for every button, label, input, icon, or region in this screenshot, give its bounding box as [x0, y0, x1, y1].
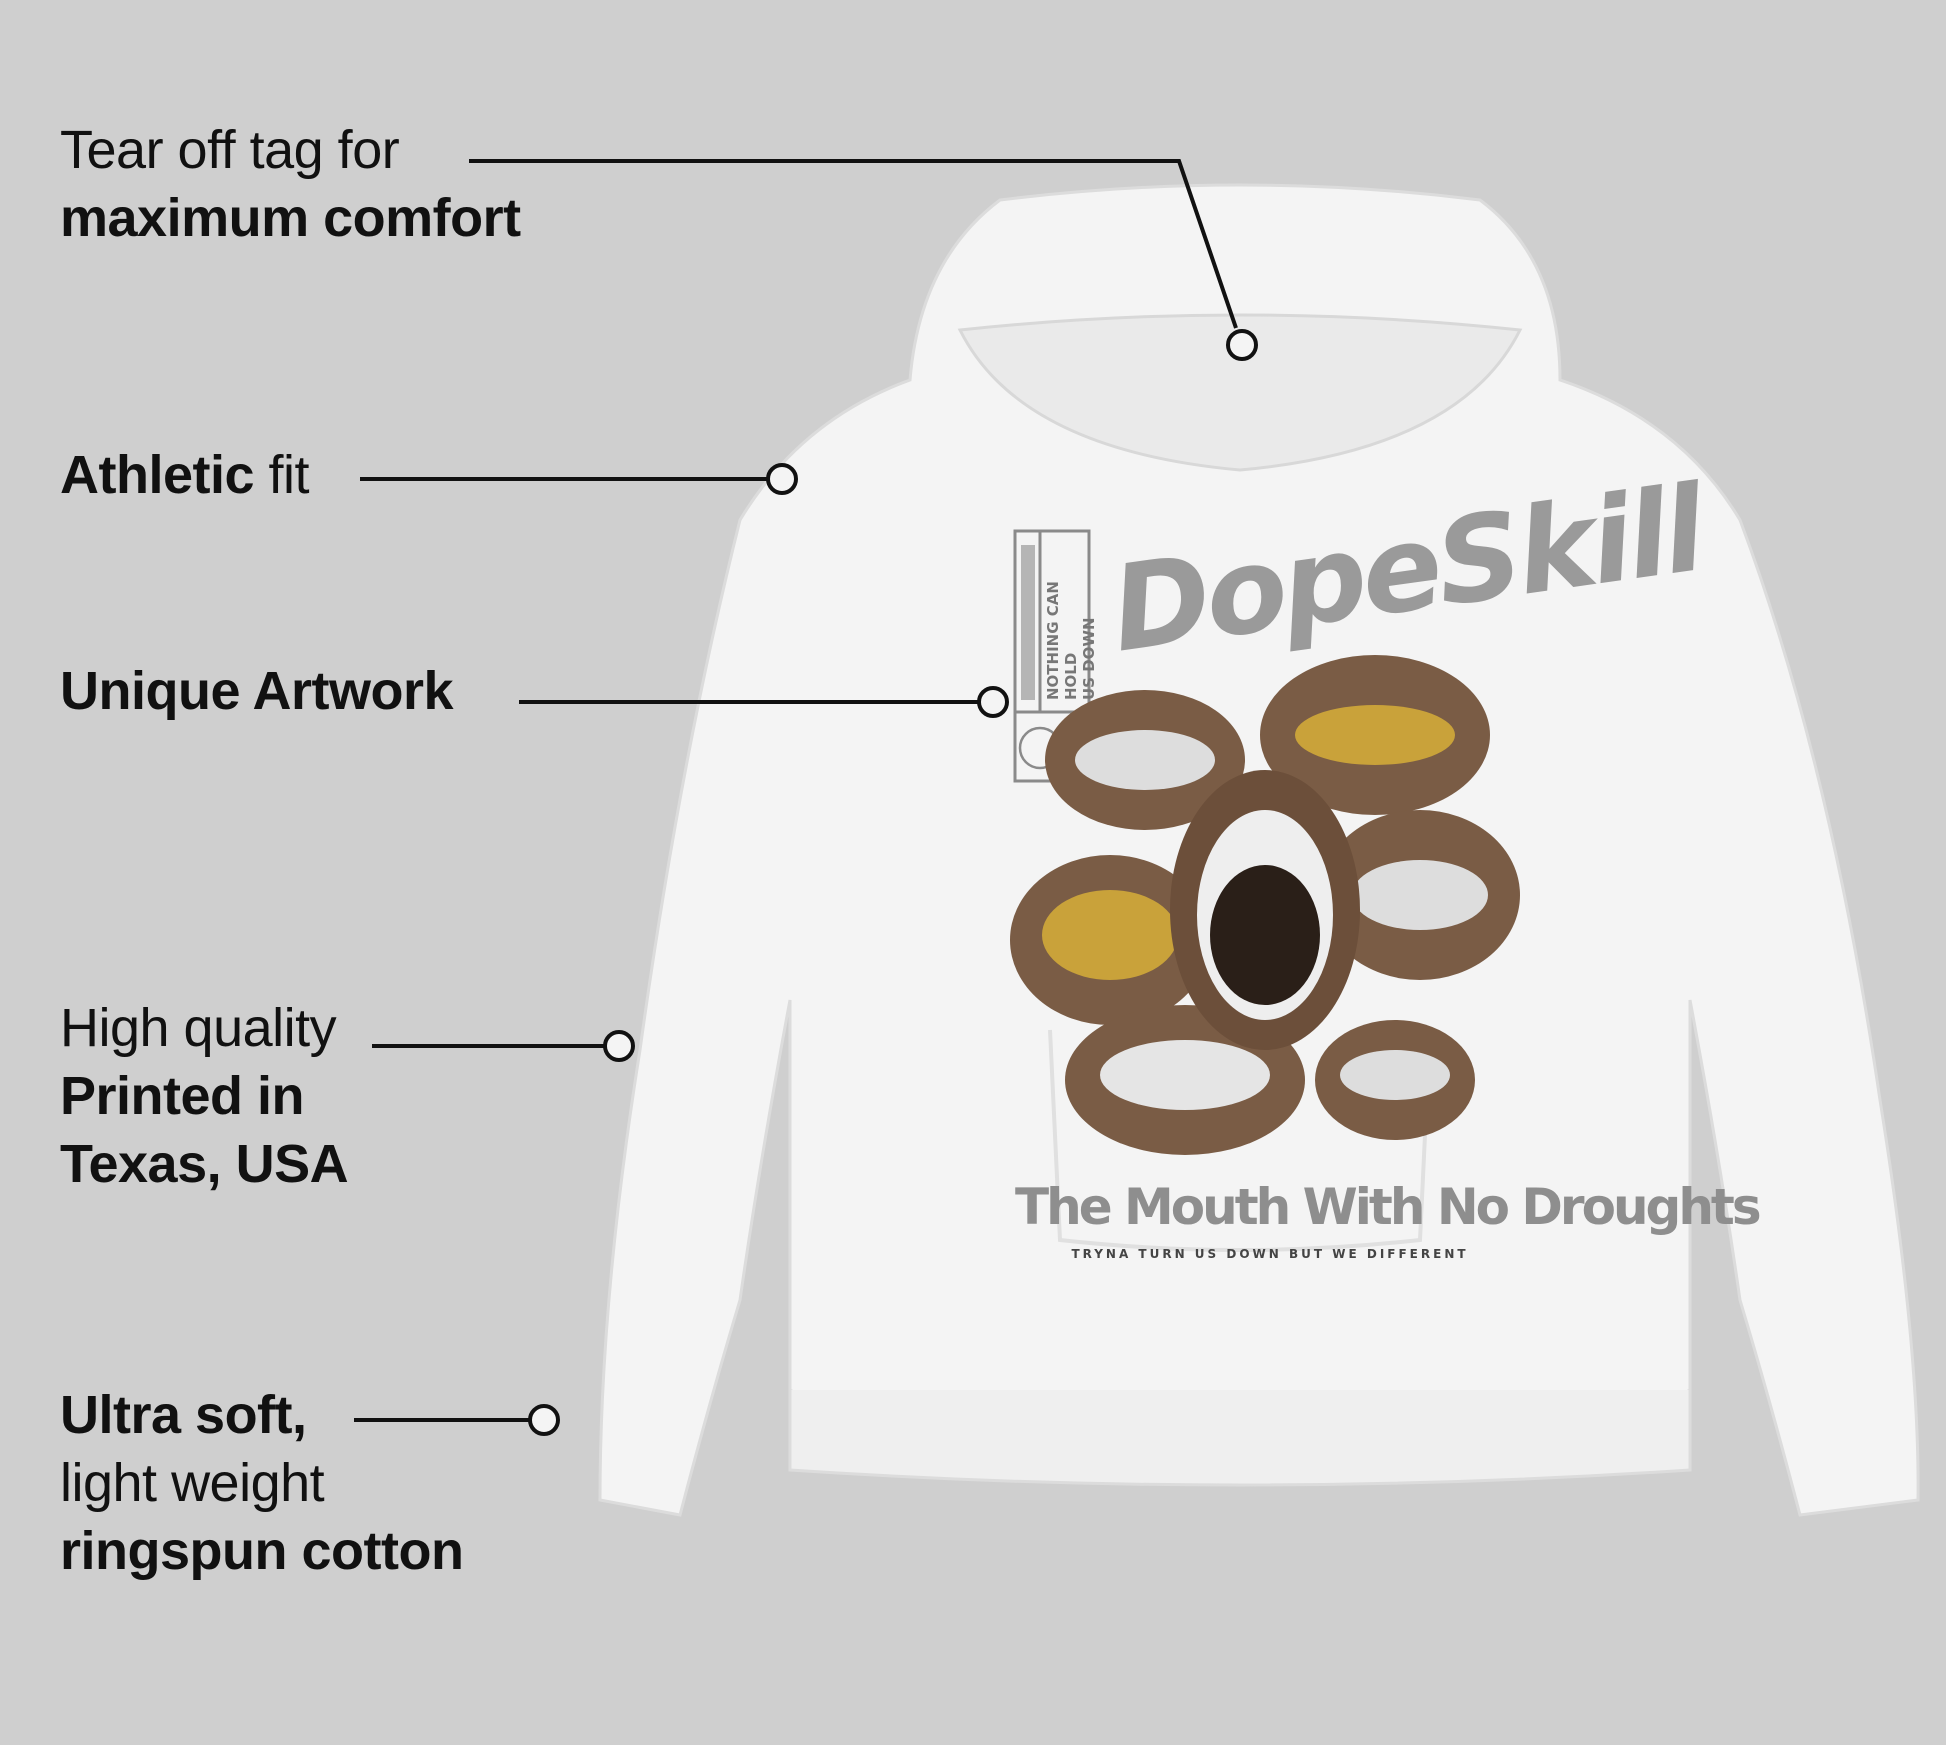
callout-athletic-fit: Athletic fit: [60, 441, 310, 509]
callout-text: light weight: [60, 1453, 325, 1513]
callout-text: ringspun cotton: [60, 1521, 464, 1581]
callout-dot-print: [603, 1030, 635, 1062]
callout-text: High quality: [60, 998, 337, 1058]
callout-text: Athletic: [60, 445, 255, 505]
callout-text: Printed in: [60, 1066, 305, 1126]
callout-text: Ultra soft,: [60, 1385, 307, 1445]
callout-dot-fit: [766, 463, 798, 495]
callout-print-quality: High quality Printed in Texas, USA: [60, 994, 349, 1198]
callout-text: Texas, USA: [60, 1134, 349, 1194]
callout-dot-tag: [1226, 329, 1258, 361]
callout-dot-cotton: [528, 1404, 560, 1436]
callout-unique-artwork: Unique Artwork: [60, 657, 454, 725]
mouths-artwork: [1010, 655, 1520, 1155]
callout-line-tag: [469, 159, 1238, 329]
callout-dot-artwork: [977, 686, 1009, 718]
callout-text: maximum comfort: [60, 188, 521, 248]
callout-text: Tear off tag for: [60, 120, 400, 180]
callout-text: Unique Artwork: [60, 661, 454, 721]
callout-tear-off-tag: Tear off tag for maximum comfort: [60, 116, 521, 252]
artwork-subline: TRYNA TURN US DOWN BUT WE DIFFERENT: [1071, 1247, 1469, 1261]
callout-text: fit: [254, 445, 310, 505]
callout-cotton: Ultra soft, light weight ringspun cotton: [60, 1381, 464, 1585]
